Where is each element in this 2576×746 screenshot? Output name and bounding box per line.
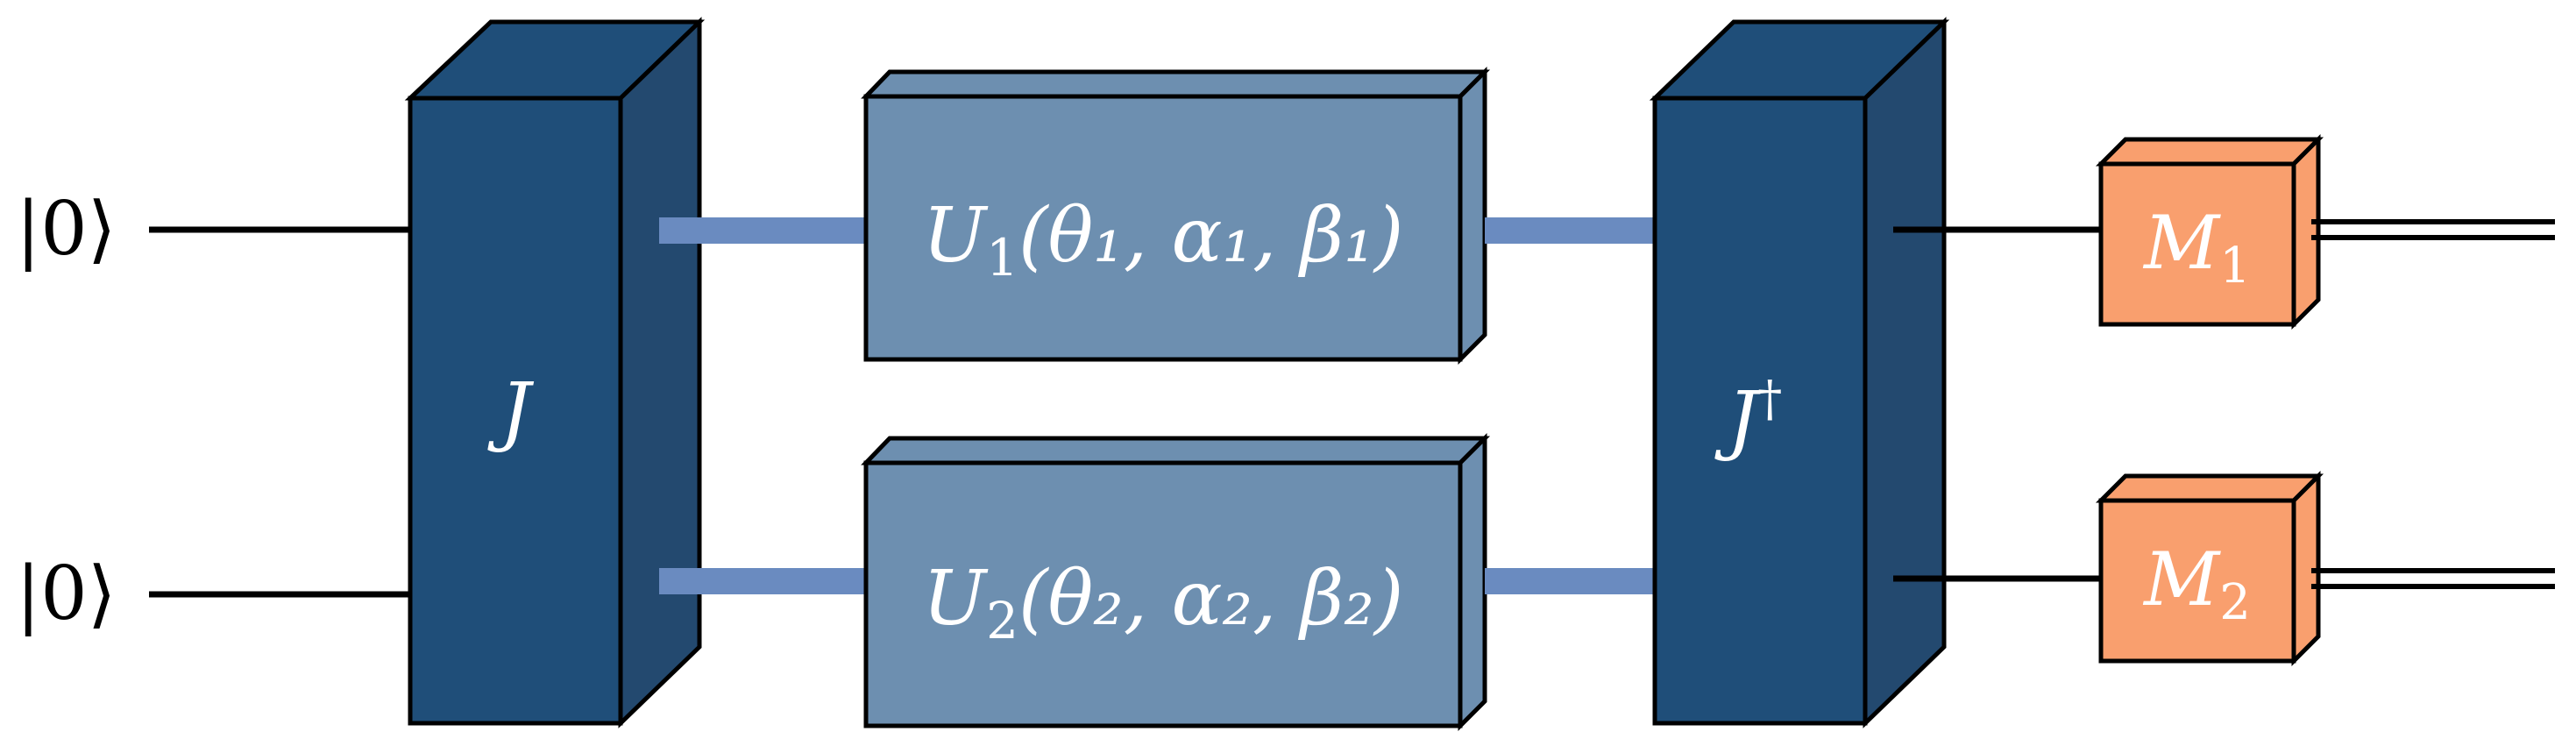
gate-U1-side: [1458, 66, 1487, 366]
link-U1-Jdag: [1485, 217, 1657, 244]
gate-M1: M1: [2095, 133, 2324, 330]
gate-M2-front: [2098, 498, 2296, 664]
gate-U2-front: [863, 460, 1463, 728]
gate-U2: U2(θ₂, α₂, β₂): [861, 432, 1491, 732]
gate-U1-front: [863, 94, 1463, 362]
gate-U2-side: [1458, 432, 1487, 732]
gate-M2-top: [2095, 473, 2324, 503]
gate-M2-label: M2: [2142, 536, 2251, 631]
gate-U1-top: [861, 69, 1491, 99]
link-J-U2: [659, 568, 869, 594]
input-wires: [149, 226, 412, 598]
gate-J-front: [408, 96, 623, 726]
gate-M1-front: [2098, 161, 2296, 327]
gate-J-dagger-front: [1652, 96, 1868, 726]
gate-M1-top: [2095, 137, 2324, 167]
link-J-U1: [659, 217, 869, 244]
gate-J-dagger: J†: [1649, 17, 1950, 728]
gate-U1-label: U1(θ₁, α₁, β₁): [923, 192, 1404, 288]
input-ket-2: |0⟩: [16, 551, 117, 636]
output-wires: [1893, 226, 2102, 582]
gate-U2-label: U2(θ₂, α₂, β₂): [923, 555, 1404, 650]
gate-M2: M2: [2095, 470, 2324, 667]
classical-outputs: [2311, 219, 2555, 589]
quantum-links-left: [659, 217, 869, 594]
gate-J-dagger-side: [1863, 17, 1947, 728]
gate-J-side: [618, 17, 702, 728]
gate-M1-side: [2291, 133, 2321, 330]
input-ket-1: |0⟩: [16, 186, 117, 272]
gate-U2-top: [861, 436, 1491, 465]
gate-J: J: [404, 17, 706, 728]
gate-U1: U1(θ₁, α₁, β₁): [861, 66, 1491, 366]
gate-M1-label: M1: [2142, 200, 2251, 295]
quantum-links-right: [1485, 217, 1657, 594]
link-U2-Jdag: [1485, 568, 1657, 594]
